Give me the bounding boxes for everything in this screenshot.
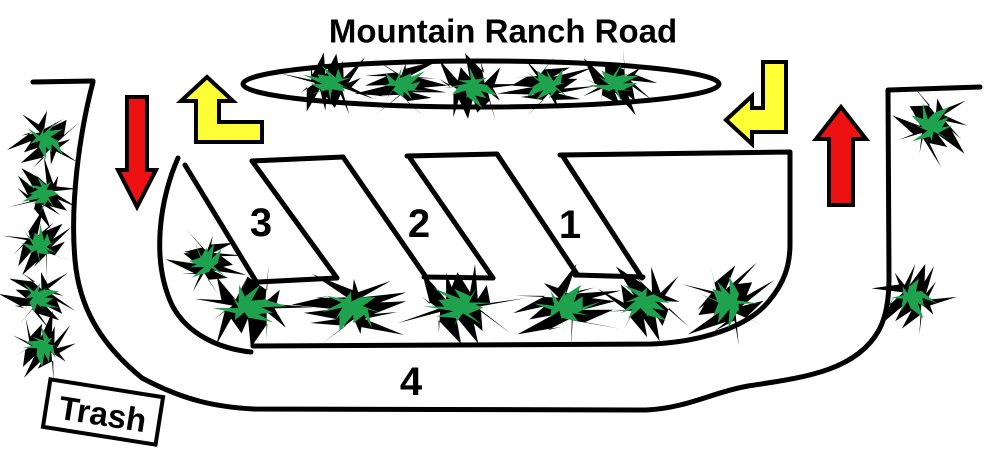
tree-icon <box>165 229 247 295</box>
row-divider <box>340 154 429 280</box>
outer-road-boundary <box>71 79 983 413</box>
tree-icon <box>0 272 76 331</box>
tree-layer <box>0 48 968 383</box>
tree-icon <box>397 263 526 345</box>
row-bottom-edge-1 <box>572 272 646 280</box>
tree-icon <box>581 48 658 116</box>
tree-icon <box>497 55 597 116</box>
red-up-arrow-icon <box>811 103 871 207</box>
red-down-arrow-icon <box>114 95 160 212</box>
tree-icon <box>597 266 690 342</box>
row-divider <box>407 155 496 281</box>
island-top-edge-2 <box>404 151 500 159</box>
trash-sign-box <box>40 377 166 447</box>
tree-icon <box>871 263 957 335</box>
tree-icon <box>430 53 524 122</box>
tree-icon <box>194 265 314 348</box>
row-bottom-edge-3 <box>255 275 340 285</box>
row-label-1: 1 <box>559 203 581 247</box>
row-divider <box>559 152 645 281</box>
yellow-turn-up-arrow-icon <box>175 74 264 144</box>
tree-icon <box>291 274 407 345</box>
lot-outline <box>250 149 793 349</box>
tree-icon <box>7 110 80 169</box>
trash-sign: Trash <box>40 377 166 447</box>
traffic-arrows <box>114 60 871 212</box>
tree-icon <box>892 85 968 168</box>
island-top-edge-3 <box>249 154 346 164</box>
tree-icon <box>2 208 76 282</box>
yellow-turn-left-arrow-icon <box>723 60 788 149</box>
lane-label-4: 4 <box>400 360 423 404</box>
row-divider <box>249 158 340 281</box>
diagram-title: Mountain Ranch Road <box>329 13 677 50</box>
lot-left-crescent-edge <box>157 155 254 355</box>
row-divider <box>182 162 260 286</box>
left-road-top-edge <box>30 78 96 85</box>
row-label-2: 2 <box>408 202 430 246</box>
tree-icon <box>513 263 622 348</box>
row-divider <box>494 151 580 277</box>
tree-icon <box>279 52 374 115</box>
road-linework <box>30 58 983 413</box>
row-label-3: 3 <box>250 201 272 245</box>
tree-icon <box>7 156 78 229</box>
tree-icon <box>12 310 76 383</box>
tree-icon <box>354 58 448 118</box>
tree-icon <box>682 262 775 346</box>
